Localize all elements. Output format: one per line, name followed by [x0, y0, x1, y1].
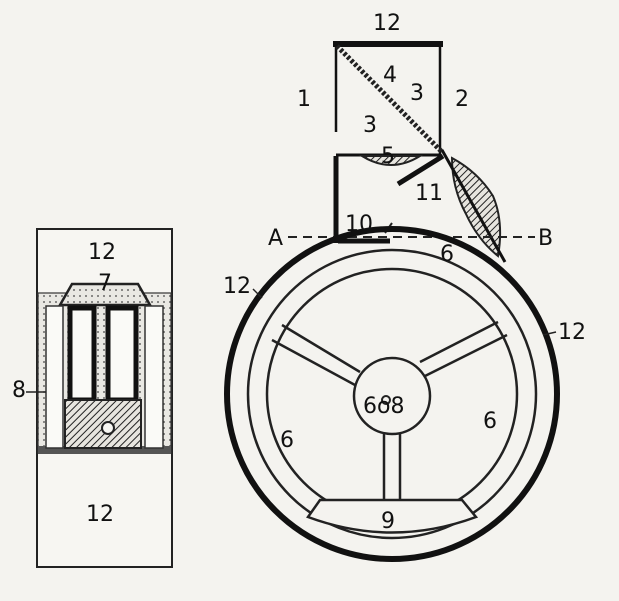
lower-left-label: 3: [363, 113, 377, 138]
outer-housing: [224, 226, 560, 562]
inset-side-label: 8: [12, 378, 26, 403]
wheel-assembly: 6 12 12 6o8 6 6 9: [223, 226, 586, 562]
lens-label: 5: [381, 144, 395, 169]
section-line: A B: [268, 226, 553, 251]
right-side-label: 2: [455, 87, 469, 112]
wheel-right-outer-label: 12: [558, 320, 586, 345]
inset-lower-hole: [101, 421, 115, 435]
plate-11: [396, 153, 445, 187]
hub-label: 6o8: [363, 394, 404, 419]
mirror-label: 4: [383, 63, 397, 88]
hub: [352, 356, 432, 436]
base-block: [306, 498, 479, 534]
wheel-left-outer-label: 12: [223, 274, 251, 299]
inset-panel: 12 7 8 12: [12, 228, 173, 568]
inset-right-column: [144, 305, 164, 449]
prism-box: 12 1 2 4 3 3 5 11 10: [297, 11, 507, 263]
section-b-label: B: [538, 226, 553, 251]
inset-left-column: [45, 305, 64, 449]
inset-base-strip: [38, 446, 171, 454]
spoke-left-label: 6: [280, 428, 294, 453]
leader-left-outer: [252, 288, 263, 299]
inset-bottom-label: 12: [86, 502, 114, 527]
plate-label: 11: [415, 181, 443, 206]
box-right-chute: [440, 149, 507, 263]
left-side-label: 1: [297, 87, 311, 112]
section-a-label: A: [268, 226, 283, 251]
inset-inner-cell-2: [105, 305, 139, 403]
inset-cap: [57, 282, 153, 307]
hub-pin: [381, 395, 391, 405]
spokes: [271, 320, 508, 500]
wheel-top-label: 6: [440, 242, 454, 267]
diagonal-mirror: [335, 44, 444, 154]
base-label: 9: [381, 509, 395, 534]
inset-cap-label: 7: [98, 271, 112, 296]
upper-right-label: 3: [410, 81, 424, 106]
lens: [358, 155, 424, 166]
inset-top-label: 12: [88, 240, 116, 265]
spoke-right-label: 6: [483, 409, 497, 434]
leader-right-outer: [542, 331, 557, 336]
box-top-label: 12: [373, 11, 401, 36]
inset-inner-cell-1: [67, 305, 97, 403]
